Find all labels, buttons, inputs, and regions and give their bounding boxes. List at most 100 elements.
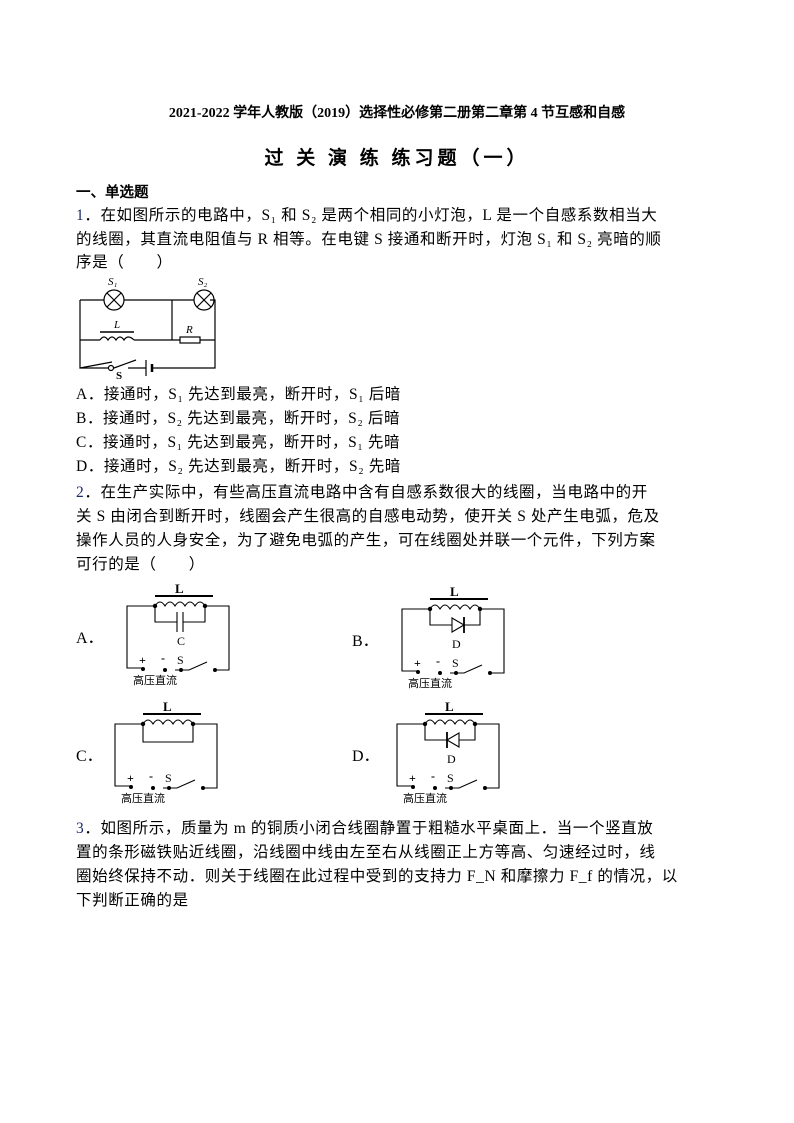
circuit-stroke xyxy=(396,713,500,789)
switch-label: S xyxy=(116,370,122,380)
q3-line-2: 置的条形磁铁贴近线圈，沿线圈中线由左至右从线圈正上方等高、匀速经过时，线 xyxy=(76,844,656,861)
circuit-stroke xyxy=(429,609,481,626)
q1-option-d: D．接通时，S₂ 先达到最亮，断开时，S₂ 先暗 xyxy=(76,458,401,475)
inductor-label: L xyxy=(163,700,172,714)
q2-option-d-label: D． xyxy=(352,748,380,765)
inductor-label: L xyxy=(450,585,459,599)
circuit-stroke xyxy=(411,721,487,790)
circuit-stroke xyxy=(213,668,217,672)
circuit-stroke xyxy=(416,670,420,674)
q3-line-4: 下判断正确的是 xyxy=(76,892,189,909)
q2-line-4: 可行的是（ ） xyxy=(76,556,205,573)
plus-label: + xyxy=(409,771,416,785)
circuit-stroke xyxy=(176,612,184,632)
minus-label: - xyxy=(431,769,435,783)
circuit-stroke xyxy=(193,723,218,789)
switch-label: S xyxy=(165,771,172,785)
circuit-stroke xyxy=(190,721,196,727)
q2-option-b-circuit: L D + - S 高压直流 xyxy=(401,585,505,690)
q2-option-c-label: C． xyxy=(76,748,103,765)
plus-label: + xyxy=(139,653,146,667)
circuit-stroke xyxy=(472,721,478,727)
circuit-stroke xyxy=(154,606,206,623)
source-label: 高压直流 xyxy=(403,791,447,805)
q1-line-1: 1．在如图所示的电路中，S₁ 和 S₂ 是两个相同的小灯泡，L 是一个自感系数相… xyxy=(76,203,657,225)
circuit-stroke xyxy=(205,605,230,671)
source-label: 高压直流 xyxy=(121,791,165,805)
circuit-stroke xyxy=(427,606,433,612)
circuit-stroke xyxy=(154,601,206,608)
minus-label: - xyxy=(161,651,165,665)
circuit-stroke xyxy=(129,721,205,790)
q3-line-3: 圈始终保持不动．则关于线圈在此过程中受到的支持力 F_N 和摩擦力 F_f 的情… xyxy=(76,868,678,885)
minus-label: - xyxy=(149,769,153,783)
circuit-stroke xyxy=(438,671,442,675)
l-label: L xyxy=(113,319,120,331)
circuit-stroke xyxy=(477,606,483,612)
q2-line-3: 操作人员的人身安全，为了避免电弧的产生，可在线圈处并联一个元件，下列方案 xyxy=(76,532,656,549)
element-label: D xyxy=(447,752,456,766)
circuit-stroke xyxy=(140,721,146,727)
circuit-stroke xyxy=(424,719,476,726)
circuit-stroke xyxy=(483,786,487,790)
circuit-stroke xyxy=(201,786,205,790)
circuit-stroke xyxy=(142,724,194,743)
circuit-stroke xyxy=(114,723,143,787)
circuit-stroke xyxy=(449,786,453,790)
circuit-stroke xyxy=(179,668,183,672)
q1-text: ．在如图所示的电路中，S₁ 和 S₂ 是两个相同的小灯泡，L 是一个自感系数相当… xyxy=(84,207,658,224)
q2-line-1: 2．在生产实际中，有些高压直流电路中含有自感系数很大的线圈，当电路中的开 xyxy=(76,480,648,502)
q2-option-a-label: A． xyxy=(76,630,104,647)
source-label: 高压直流 xyxy=(133,673,177,687)
switch-label: S xyxy=(447,771,454,785)
document-subtitle: 过 关 演 练 练习题（一） xyxy=(264,148,530,169)
circuit-stroke xyxy=(454,671,458,675)
q3-text: ．如图所示，质量为 m 的铜质小闭合线圈静置于粗糙水平桌面上．当一个竖直放 xyxy=(84,820,654,837)
section-heading: 一、单选题 xyxy=(76,185,149,201)
circuit-stroke xyxy=(167,786,171,790)
plus-label: + xyxy=(127,771,134,785)
q1-circuit-figure: S₁ S₂ L R S xyxy=(79,276,216,380)
document-title: 2021-2022 学年人教版（2019）选择性必修第二册第二章第 4 节互感和… xyxy=(168,106,626,121)
q1-option-c: C．接通时，S₁ 先达到最亮，断开时，S₁ 先暗 xyxy=(76,434,401,451)
switch-label: S xyxy=(177,653,184,667)
q1-option-b: B．接通时，S₂ 先达到最亮，断开时，S₂ 后暗 xyxy=(76,410,401,427)
element-label: C xyxy=(177,634,185,648)
circuit-stroke xyxy=(401,598,505,674)
q2-option-b-label: B． xyxy=(352,633,379,650)
circuit-stroke xyxy=(163,668,167,672)
circuit-stroke xyxy=(129,785,133,789)
inductor-label: L xyxy=(175,582,184,596)
circuit-stroke xyxy=(151,786,155,790)
q1-option-a: A．接通时，S₁ 先达到最亮，断开时，S₁ 后暗 xyxy=(76,386,401,403)
r-label: R xyxy=(185,324,193,336)
plus-label: + xyxy=(414,656,421,670)
q3-line-1: 3．如图所示，质量为 m 的铜质小闭合线圈静置于粗糙水平桌面上．当一个竖直放 xyxy=(76,816,653,838)
minus-label: - xyxy=(436,654,440,668)
q3-number: 3 xyxy=(76,820,85,837)
q1-line-2: 的线圈，其直流电阻值与 R 相等。在电键 S 接通和断开时，灯泡 S₁ 和 S₂… xyxy=(76,231,662,248)
q2-line-2: 关 S 由闭合到断开时，线圈会产生很高的自感电动势，使开关 S 处产生电弧，危及 xyxy=(76,508,660,525)
circuit-stroke xyxy=(202,603,208,609)
circuit-stroke xyxy=(396,723,425,787)
circuit-stroke xyxy=(126,605,155,669)
q2-number: 2 xyxy=(76,484,85,501)
source-label: 高压直流 xyxy=(408,676,452,690)
circuit-stroke xyxy=(433,786,437,790)
circuit-stroke xyxy=(488,671,492,675)
circuit-stroke xyxy=(142,719,194,726)
q1-line-3: 序是（ ） xyxy=(76,254,173,271)
circuit-stroke xyxy=(152,603,158,609)
circuit-stroke xyxy=(451,617,466,633)
s2-label: S₂ xyxy=(198,276,208,288)
circuit-stroke xyxy=(411,785,415,789)
q2-option-c-circuit: L + - S 高压直流 xyxy=(114,700,218,805)
circuit-stroke xyxy=(416,606,492,675)
circuit-stroke xyxy=(429,604,481,611)
element-label: D xyxy=(452,637,461,651)
q1-number: 1 xyxy=(76,207,85,224)
s1-label: S₁ xyxy=(108,276,118,288)
circuit-stroke xyxy=(424,724,476,741)
q2-option-d-circuit: L D + - S 高压直流 xyxy=(396,700,500,805)
q2-text: ．在生产实际中，有些高压直流电路中含有自感系数很大的线圈，当电路中的开 xyxy=(84,484,648,501)
